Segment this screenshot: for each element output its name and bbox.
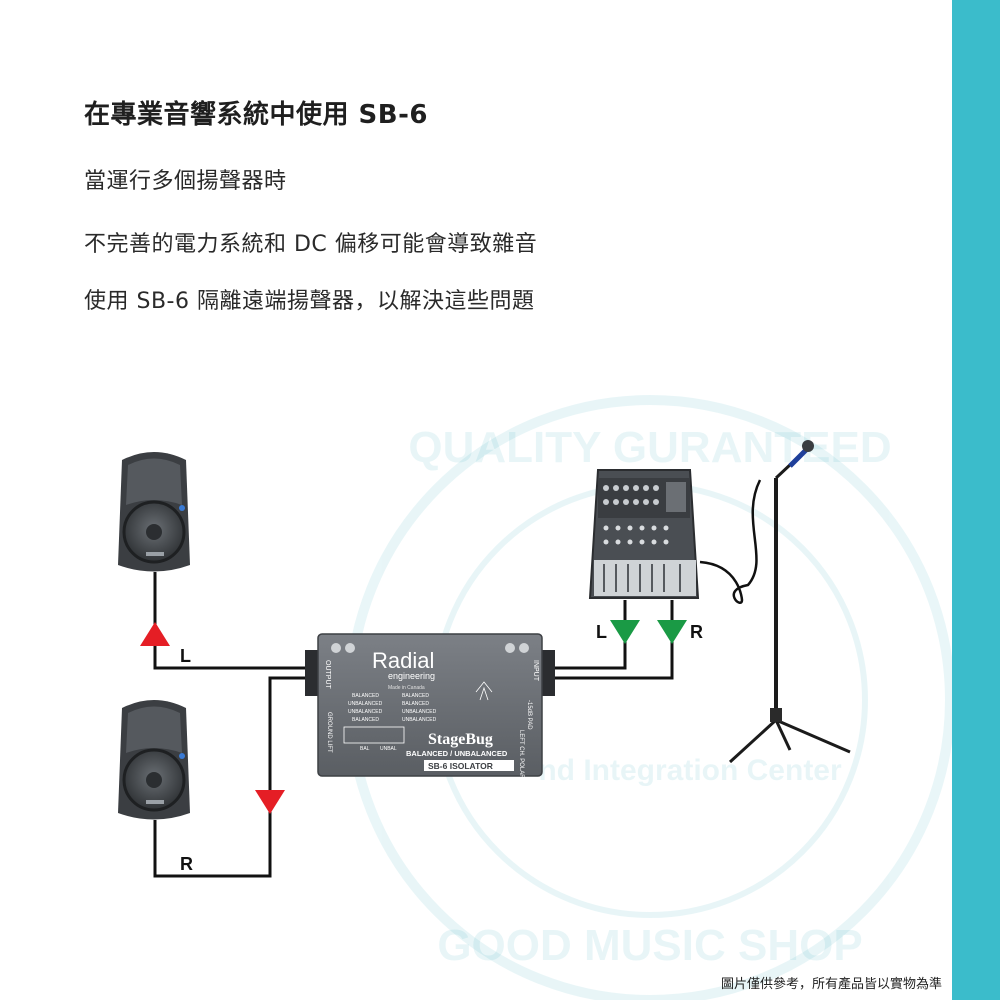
accent-side-bar: [952, 0, 1000, 1000]
device-model: SB-6 ISOLATOR: [428, 761, 493, 771]
speaker-right: [118, 700, 190, 820]
table-row-1-left: BALANCED: [352, 693, 379, 699]
table-row-2-left: UNBALANCED: [348, 701, 383, 707]
table-row-2-right: BALANCED: [402, 701, 429, 707]
device-brand: Radial: [372, 648, 434, 673]
device-switch-unbal: UNBAL: [380, 746, 397, 752]
table-row-4-left: BALANCED: [352, 717, 379, 723]
disclaimer-footnote: 圖片僅供參考，所有產品皆以實物為準: [721, 973, 942, 992]
mixer-right-arrow-icon: [657, 620, 687, 644]
table-row-3-left: UNBALANCED: [348, 709, 383, 715]
microphone-stand: [730, 448, 850, 762]
device-brand-sub: engineering: [388, 671, 435, 681]
mixer-left-label: L: [596, 622, 607, 642]
watermark-middle: nd Integration Center: [538, 754, 842, 787]
device-polarity-label: LEFT CH. POLARITY: [518, 730, 524, 788]
mixer-right-label: R: [690, 622, 703, 642]
left-output-arrow-icon: [140, 622, 170, 646]
table-row-3-right: UNBALANCED: [402, 709, 437, 715]
watermark-top: QUALITY GURANTEED: [408, 423, 891, 472]
speaker-left-label: L: [180, 646, 191, 666]
sb6-isolator-device: Radial engineering Made in Canada OUTPUT…: [305, 634, 555, 788]
device-series: StageBug: [428, 731, 493, 748]
device-output-label: OUTPUT: [324, 660, 331, 690]
table-row-4-right: UNBALANCED: [402, 717, 437, 723]
device-ground-label: GROUND LIFT: [326, 712, 332, 753]
mixer-left-arrow-icon: [610, 620, 640, 644]
device-pad-label: -15dB PAD: [526, 700, 532, 730]
watermark-bottom: GOOD MUSIC SHOP: [437, 921, 862, 970]
speaker-right-label: R: [180, 854, 193, 874]
device-subtitle: BALANCED / UNBALANCED: [406, 749, 508, 758]
device-input-label: INPUT: [532, 660, 539, 682]
device-made-in: Made in Canada: [388, 685, 425, 691]
device-switch-bal: BAL: [360, 746, 370, 752]
speaker-left: [118, 452, 190, 572]
mixer: [590, 470, 698, 598]
right-output-arrow-icon: [255, 790, 285, 814]
table-row-1-right: BALANCED: [402, 693, 429, 699]
connection-diagram: nd Integration Center QUALITY GURANTEED …: [0, 0, 952, 1000]
